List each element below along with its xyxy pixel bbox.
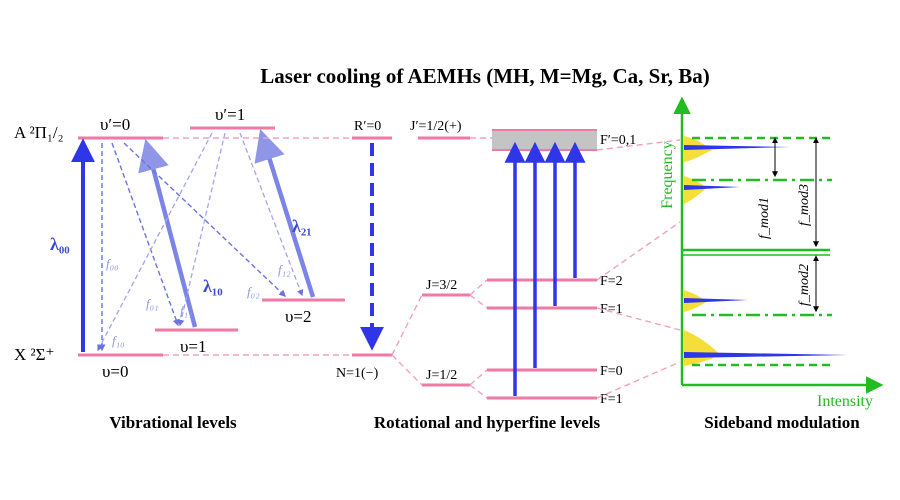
level-v2-label: υ=2 xyxy=(285,307,312,326)
laser-lambda21-label: λ₂₁ xyxy=(292,216,312,236)
level-v-prime-1-label: υ′=1 xyxy=(215,105,245,124)
decay-f01-arrow xyxy=(111,142,180,327)
level-v1-label: υ=1 xyxy=(180,337,207,356)
split-j32-connector xyxy=(469,279,488,309)
decay-f12-label: f₁₂ xyxy=(278,262,291,277)
sideband-profile-2 xyxy=(684,176,706,204)
decay-f11-arrow xyxy=(178,132,226,327)
decay-f00-label: f₀₀ xyxy=(106,256,119,271)
level-n-label: N=1(−) xyxy=(336,366,379,381)
fmod1-label: f_mod1 xyxy=(757,197,772,239)
fmod3-label: f_mod3 xyxy=(797,184,812,226)
sideband-profile-4 xyxy=(684,330,720,366)
decay-f01-label: f₀₁ xyxy=(146,296,159,311)
decay-f02-label: f₀₂ xyxy=(247,284,260,299)
level-f1-upper-label: F=1 xyxy=(600,302,623,317)
level-f0-label: F=0 xyxy=(600,364,623,379)
laser-lambda21-arrow xyxy=(254,128,316,298)
split-n-connector xyxy=(391,294,423,386)
rotational-panel: R′=0 J′=1/2(+) N=1(−) J=3/2 J=1/2 F′=0,1… xyxy=(336,119,636,432)
sideband-peak-2 xyxy=(684,185,740,190)
intensity-axis-label: Intensity xyxy=(817,393,873,410)
decay-f02-arrow xyxy=(123,142,287,297)
laser-lambda10-label: λ₁₀ xyxy=(203,276,223,296)
sideband-panel: Frequency Intensity f_mod1 f_mod3 f_mod2… xyxy=(659,96,884,432)
level-j12-label: J=1/2 xyxy=(426,368,457,383)
split-j12-connector xyxy=(469,369,488,399)
connector-to-sideband xyxy=(596,139,681,399)
fmod2-label: f_mod2 xyxy=(797,264,812,306)
frequency-axis-label: Frequency xyxy=(659,141,676,209)
sideband-peak-1 xyxy=(684,145,790,150)
level-j-prime-label: J′=1/2(+) xyxy=(410,119,462,134)
section-rotational-label: Rotational and hyperfine levels xyxy=(374,413,601,432)
level-v0-label: υ=0 xyxy=(102,362,129,381)
decay-f10-label: f₁₀ xyxy=(112,333,125,348)
level-r-prime-label: R′=0 xyxy=(354,119,381,134)
ground-state-label: X ²Σ⁺ xyxy=(14,345,55,364)
level-j32-label: J=3/2 xyxy=(426,278,457,293)
level-f-prime-label: F′=0,1 xyxy=(600,133,636,148)
excited-hyperfine-band xyxy=(492,130,597,150)
laser-lambda00-label: λ₀₀ xyxy=(50,234,70,254)
section-sideband-label: Sideband modulation xyxy=(704,413,860,432)
sideband-peak-4 xyxy=(684,352,848,358)
level-v-prime-0-label: υ′=0 xyxy=(100,115,130,134)
sideband-reference-lines xyxy=(692,136,832,367)
level-f2-label: F=2 xyxy=(600,274,623,289)
section-vibrational-label: Vibrational levels xyxy=(109,413,237,432)
decay-f10-arrow xyxy=(97,132,213,352)
vibrational-panel: A ²Π₁/₂ X ²Σ⁺ υ′=0 υ′=1 υ=0 υ=1 υ=2 λ₀₀ … xyxy=(14,105,345,432)
excited-state-label: A ²Π₁/₂ xyxy=(14,123,64,142)
sideband-peak-3 xyxy=(684,298,748,303)
diagram-title: Laser cooling of AEMHs (MH, M=Mg, Ca, Sr… xyxy=(260,64,709,88)
level-f1-lower-label: F=1 xyxy=(600,392,623,407)
decay-f11-label: f₁₁ xyxy=(180,303,193,318)
decay-f12-arrow xyxy=(239,132,304,297)
decay-arrows xyxy=(97,132,304,352)
